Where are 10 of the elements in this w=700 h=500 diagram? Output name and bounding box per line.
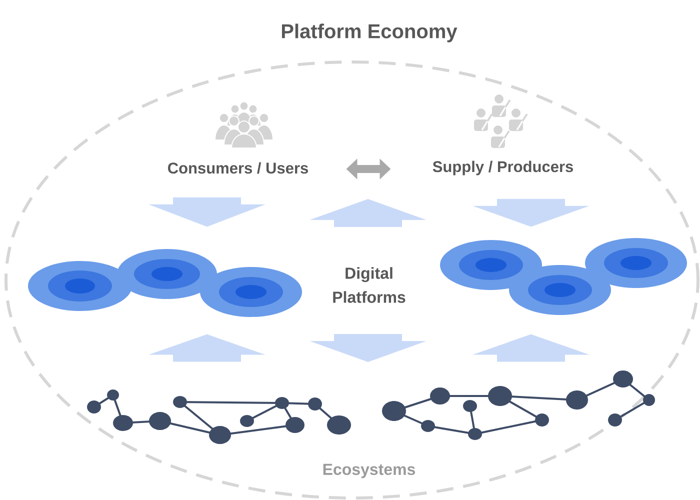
block-arrow bbox=[148, 197, 266, 227]
node-label: Digital Platforms bbox=[333, 267, 406, 303]
block-arrow bbox=[472, 334, 590, 362]
node-label: Ecosystems bbox=[323, 464, 416, 478]
node-label: Supply / Producers bbox=[432, 160, 573, 176]
platform-cluster bbox=[440, 238, 687, 315]
block-arrow bbox=[148, 334, 266, 362]
node-label: Consumers / Users bbox=[168, 162, 308, 174]
platform-cluster bbox=[28, 249, 302, 317]
heading: Platform Economy bbox=[282, 24, 458, 42]
